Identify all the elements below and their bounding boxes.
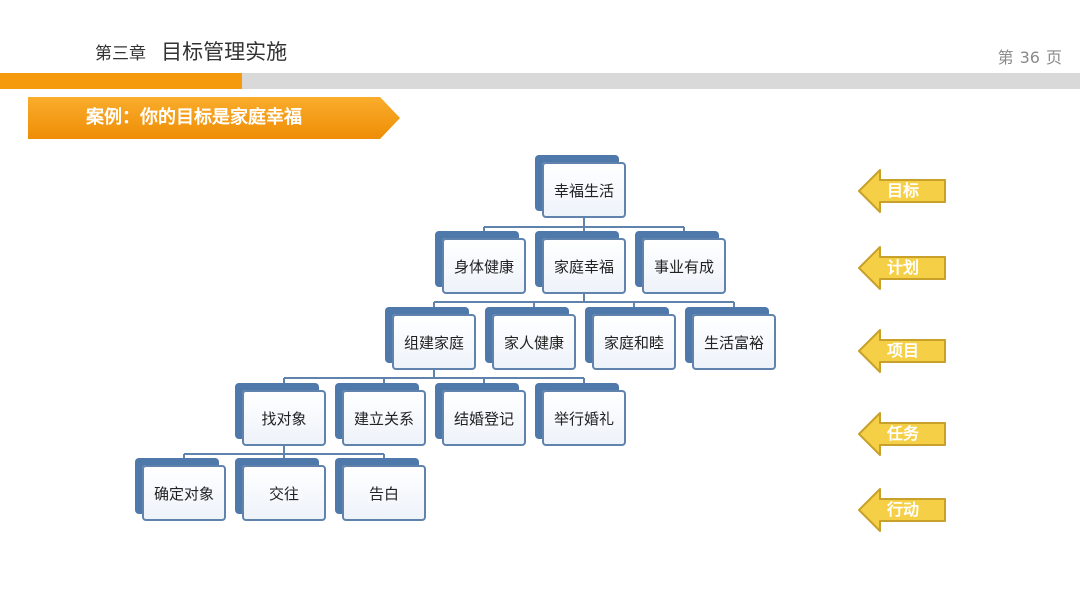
left-arrow-icon bbox=[858, 412, 946, 456]
node-level5-2: 交往 bbox=[242, 465, 326, 521]
node-level4-2: 建立关系 bbox=[342, 390, 426, 446]
level-arrow-plan: 计划 bbox=[857, 245, 947, 291]
node-level4-4: 举行婚礼 bbox=[542, 390, 626, 446]
level-arrow-goal: 目标 bbox=[857, 168, 947, 214]
header-bar-gray bbox=[0, 73, 1080, 89]
page-number: 第 36 页 bbox=[998, 44, 1062, 68]
left-arrow-icon bbox=[858, 246, 946, 290]
page-number-value: 36 bbox=[1019, 48, 1040, 67]
banner-title: 案例：你的目标是家庭幸福 bbox=[86, 107, 302, 128]
left-arrow-icon bbox=[858, 488, 946, 532]
banner-arrow-shape bbox=[28, 97, 400, 139]
node-level3-1: 组建家庭 bbox=[392, 314, 476, 370]
level-arrow-task: 任务 bbox=[857, 411, 947, 457]
header-bar-orange bbox=[0, 73, 242, 89]
level-label-plan: 计划 bbox=[887, 258, 920, 277]
level-arrow-action: 行动 bbox=[857, 487, 947, 533]
chapter-number: 第三章 bbox=[95, 44, 146, 64]
page-prefix: 第 bbox=[997, 48, 1014, 67]
level-label-action: 行动 bbox=[887, 500, 920, 519]
node-root: 幸福生活 bbox=[542, 162, 626, 218]
node-level5-3: 告白 bbox=[342, 465, 426, 521]
node-level3-2: 家人健康 bbox=[492, 314, 576, 370]
node-level2-1: 身体健康 bbox=[442, 238, 526, 294]
page-suffix: 页 bbox=[1045, 48, 1062, 67]
node-level5-1: 确定对象 bbox=[142, 465, 226, 521]
node-level2-3: 事业有成 bbox=[642, 238, 726, 294]
node-level4-1: 找对象 bbox=[242, 390, 326, 446]
node-level3-4: 生活富裕 bbox=[692, 314, 776, 370]
level-arrow-project: 项目 bbox=[857, 328, 947, 374]
case-banner: 案例：你的目标是家庭幸福 bbox=[28, 97, 400, 139]
node-level3-3: 家庭和睦 bbox=[592, 314, 676, 370]
node-level2-2: 家庭幸福 bbox=[542, 238, 626, 294]
chapter-title: 目标管理实施 bbox=[161, 40, 288, 64]
chapter-header: 第三章 目标管理实施 bbox=[95, 36, 287, 64]
level-label-project: 项目 bbox=[887, 341, 920, 360]
level-label-goal: 目标 bbox=[887, 181, 920, 200]
node-level4-3: 结婚登记 bbox=[442, 390, 526, 446]
left-arrow-icon bbox=[858, 169, 946, 213]
left-arrow-icon bbox=[858, 329, 946, 373]
level-label-task: 任务 bbox=[887, 424, 920, 443]
